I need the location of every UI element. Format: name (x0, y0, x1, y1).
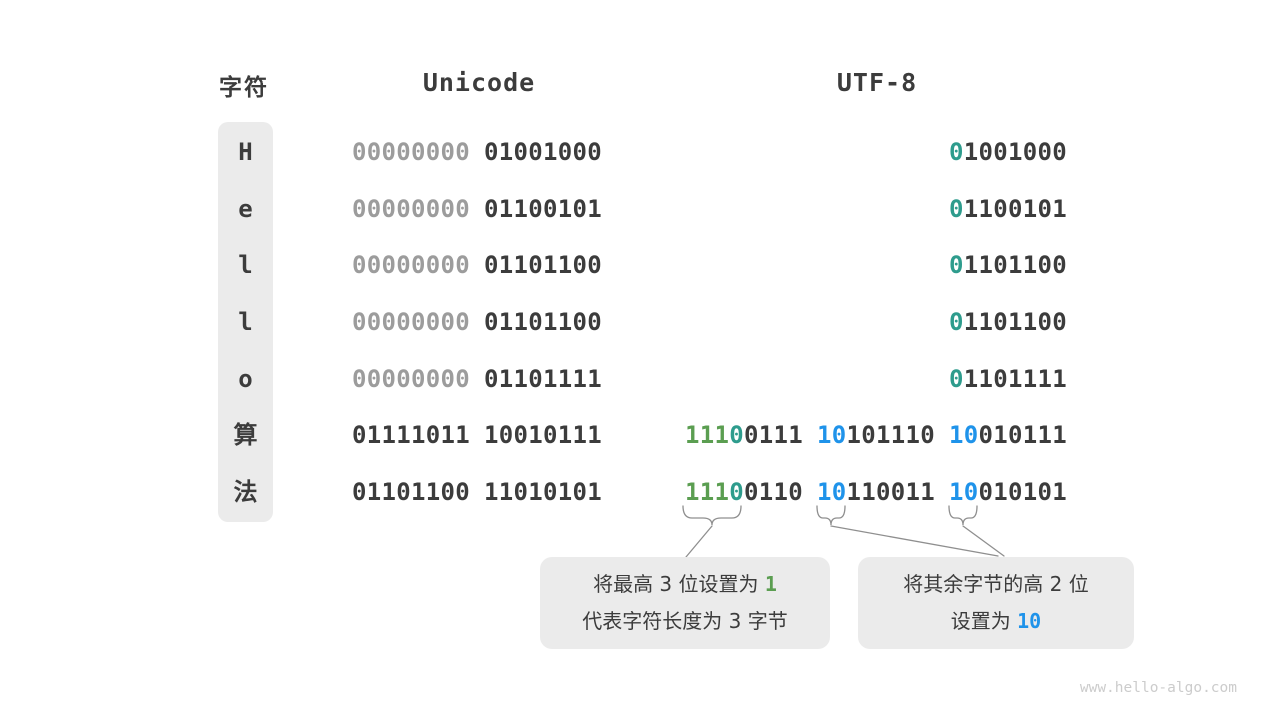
unicode-byte-low: 01101100 (484, 308, 602, 336)
unicode-value: 00000000 01101100 (352, 250, 602, 280)
unicode-byte-low: 11010101 (484, 478, 602, 506)
unicode-byte-low: 01101100 (484, 251, 602, 279)
utf8-rest-bits: 1101111 (963, 365, 1067, 393)
utf8-byte1: 11100110 (685, 478, 803, 506)
utf8-rest-bits: 101110 (846, 421, 935, 449)
char-cell: e (238, 195, 253, 223)
callout-line: 将最高 3 位设置为 1 (540, 566, 830, 603)
char-cell: H (238, 138, 253, 166)
callout-high-bits: 将最高 3 位设置为 1 代表字符长度为 3 字节 (540, 557, 830, 649)
utf8-prefix-10: 10 (817, 478, 847, 506)
utf8-value: 01101100 (683, 307, 1067, 337)
unicode-value: 00000000 01001000 (352, 137, 602, 167)
unicode-byte-high: 00000000 (352, 251, 470, 279)
utf8-prefix-0: 0 (729, 421, 744, 449)
unicode-byte-high: 00000000 (352, 308, 470, 336)
callout-text: 代表字符长度为 3 字节 (582, 609, 788, 633)
char-cell: l (238, 251, 253, 279)
highlight-bits-10: 10 (1017, 609, 1042, 633)
connector-line (830, 525, 999, 557)
callout-line: 将其余字节的高 2 位 (858, 566, 1134, 603)
utf8-lead-bit: 0 (949, 365, 964, 393)
unicode-byte-low: 01001000 (484, 138, 602, 166)
utf8-prefix-0: 0 (729, 478, 744, 506)
unicode-byte-high: 01111011 (352, 421, 470, 449)
utf8-prefix-10: 10 (949, 478, 979, 506)
utf8-rest-bits: 0110 (744, 478, 803, 506)
utf8-rest-bits: 1101100 (963, 308, 1067, 336)
column-header-char: 字符 (219, 75, 269, 101)
underbrace-10-byte2 (816, 505, 846, 526)
connector-line (962, 525, 1005, 557)
utf8-rest-bits: 010111 (978, 421, 1067, 449)
utf8-prefix-111: 111 (685, 478, 730, 506)
connector-line (685, 525, 713, 558)
unicode-byte-high: 01101100 (352, 478, 470, 506)
callout-text: 将其余字节的高 2 位 (903, 572, 1089, 596)
utf8-rest-bits: 010101 (978, 478, 1067, 506)
unicode-value: 01111011 10010111 (352, 420, 602, 450)
utf8-byte1: 11100111 (685, 421, 803, 449)
char-cell: l (238, 308, 253, 336)
unicode-value: 00000000 01101100 (352, 307, 602, 337)
underbrace-10-byte3 (948, 505, 978, 526)
unicode-value: 01101100 11010101 (352, 477, 602, 507)
unicode-byte-high: 00000000 (352, 138, 470, 166)
column-header-utf8: UTF-8 (836, 68, 918, 97)
char-column-panel (218, 122, 273, 522)
utf8-lead-bit: 0 (949, 195, 964, 223)
utf8-lead-bit: 0 (949, 138, 964, 166)
unicode-value: 00000000 01100101 (352, 194, 602, 224)
utf8-value: 01101111 (683, 364, 1067, 394)
char-cell: 法 (233, 478, 258, 506)
utf8-value: 01101100 (683, 250, 1067, 280)
utf8-rest-bits: 1001000 (963, 138, 1067, 166)
utf8-lead-bit: 0 (949, 251, 964, 279)
unicode-byte-low: 01101111 (484, 365, 602, 393)
unicode-byte-high: 00000000 (352, 195, 470, 223)
utf8-value: 01001000 (683, 137, 1067, 167)
utf8-value: 01100101 (683, 194, 1067, 224)
utf8-rest-bits: 0111 (744, 421, 803, 449)
utf8-rest-bits: 1100101 (963, 195, 1067, 223)
callout-line: 代表字符长度为 3 字节 (540, 603, 830, 640)
char-cell: o (238, 365, 253, 393)
utf8-prefix-10: 10 (817, 421, 847, 449)
column-header-unicode: Unicode (422, 68, 536, 97)
utf8-byte2: 10110011 (817, 478, 935, 506)
utf8-rest-bits: 110011 (846, 478, 935, 506)
watermark: www.hello-algo.com (1079, 680, 1237, 696)
unicode-byte-low: 10010111 (484, 421, 602, 449)
utf8-byte3: 10010111 (949, 421, 1067, 449)
callout-line: 设置为 10 (858, 603, 1134, 640)
callout-text: 将最高 3 位设置为 (593, 572, 765, 596)
utf8-prefix-111: 111 (685, 421, 730, 449)
utf8-byte3: 10010101 (949, 478, 1067, 506)
unicode-byte-high: 00000000 (352, 365, 470, 393)
utf8-lead-bit: 0 (949, 308, 964, 336)
callout-text: 设置为 (950, 609, 1018, 633)
utf8-byte2: 10101110 (817, 421, 935, 449)
callout-continuation-bits: 将其余字节的高 2 位 设置为 10 (858, 557, 1134, 649)
utf8-prefix-10: 10 (949, 421, 979, 449)
unicode-byte-low: 01100101 (484, 195, 602, 223)
utf8-rest-bits: 1101100 (963, 251, 1067, 279)
underbrace-1110 (682, 505, 742, 526)
highlight-bit-1: 1 (764, 572, 777, 596)
char-cell: 算 (233, 421, 258, 449)
unicode-value: 00000000 01101111 (352, 364, 602, 394)
